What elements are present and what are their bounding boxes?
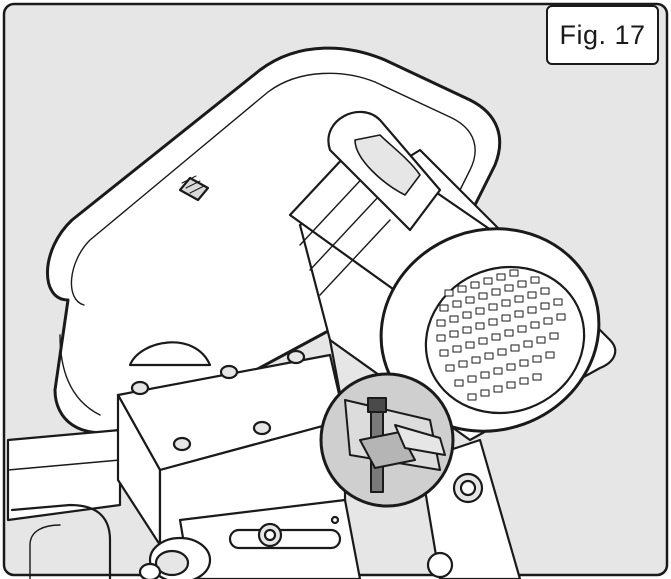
detail-magnifier	[319, 372, 455, 508]
motor-fan-cover	[379, 227, 601, 433]
pivot-bracket	[418, 438, 522, 579]
fan-grille	[436, 269, 566, 401]
tension-bolt-head	[367, 397, 387, 413]
figure-label: Fig. 17	[546, 5, 659, 65]
cover-knob	[178, 175, 210, 202]
coupling-hub	[138, 536, 212, 579]
base-slide-plate	[178, 498, 362, 579]
gearbox-bolts	[130, 349, 306, 452]
frame-arm	[6, 428, 122, 579]
